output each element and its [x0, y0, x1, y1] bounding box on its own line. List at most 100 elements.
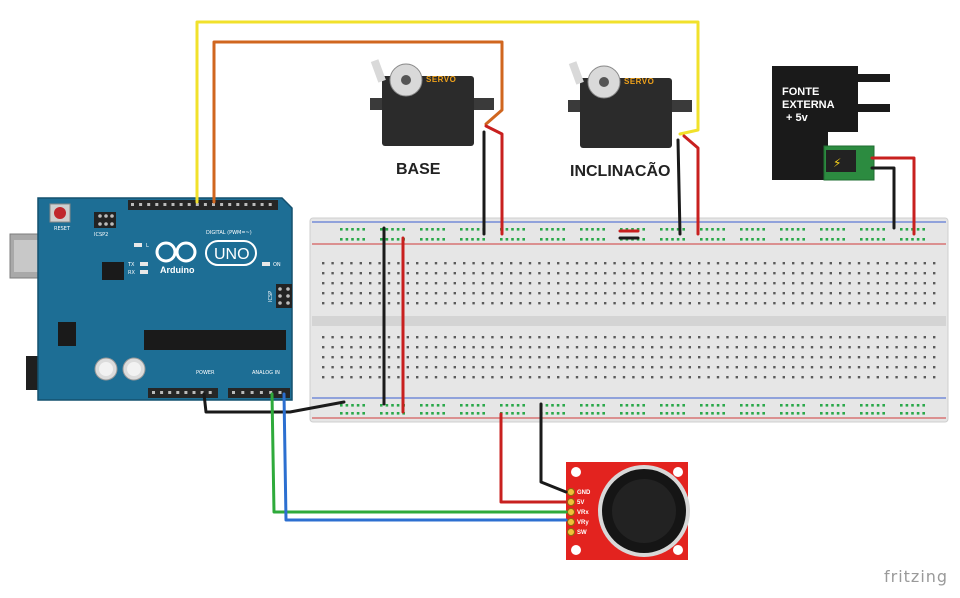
- breadboard-hole: [387, 272, 391, 275]
- rail-hole: [665, 228, 669, 231]
- breadboard-hole: [472, 366, 475, 369]
- led-rx: [140, 270, 148, 274]
- rail-hole: [345, 228, 349, 231]
- rail-hole: [540, 228, 543, 231]
- rail-hole: [436, 412, 440, 415]
- breadboard-hole: [322, 366, 325, 369]
- breadboard-hole: [914, 376, 917, 379]
- breadboard-hole: [510, 346, 513, 349]
- breadboard-hole: [547, 336, 550, 339]
- breadboard-hole: [340, 346, 344, 349]
- breadboard-hole: [698, 346, 701, 349]
- breadboard-hole: [688, 262, 691, 265]
- breadboard-hole: [632, 376, 635, 379]
- rail-hole: [345, 238, 349, 241]
- breadboard-hole: [801, 336, 804, 339]
- breadboard-hole: [340, 356, 344, 359]
- breadboard-hole: [651, 302, 654, 305]
- breadboard-hole: [397, 336, 400, 339]
- breadboard-hole: [575, 302, 579, 305]
- breadboard-hole: [641, 336, 644, 339]
- breadboard-hole: [857, 282, 861, 285]
- breadboard-hole: [472, 376, 475, 379]
- breadboard-hole: [669, 346, 673, 349]
- rail-hole: [785, 238, 789, 241]
- rail-hole: [831, 412, 834, 415]
- breadboard-hole: [632, 302, 635, 305]
- breadboard-hole: [557, 356, 560, 359]
- breadboard-hole: [528, 356, 532, 359]
- rail-hole: [420, 228, 423, 231]
- breadboard-hole: [782, 376, 785, 379]
- breadboard-hole: [782, 356, 785, 359]
- breadboard-hole: [876, 282, 879, 285]
- breadboard-hole: [547, 262, 550, 265]
- rail-hole: [836, 238, 840, 241]
- breadboard-hole: [895, 366, 898, 369]
- rail-hole: [631, 404, 634, 407]
- rail-hole: [340, 228, 343, 231]
- rail-hole: [380, 228, 383, 231]
- breadboard-hole: [679, 302, 682, 305]
- breadboard-hole: [538, 356, 541, 359]
- breadboard-hole: [434, 262, 438, 265]
- breadboard-hole: [416, 302, 419, 305]
- reset-button-cap[interactable]: [54, 207, 66, 219]
- breadboard-hole: [350, 346, 353, 349]
- breadboard-hole: [669, 262, 673, 265]
- breadboard-hole: [594, 302, 597, 305]
- breadboard-hole: [933, 366, 936, 369]
- breadboard-hole: [651, 366, 654, 369]
- breadboard-hole: [528, 302, 532, 305]
- rail-hole: [671, 404, 674, 407]
- breadboard-hole: [481, 376, 485, 379]
- breadboard-hole: [585, 282, 588, 285]
- rail-hole: [900, 412, 903, 415]
- breadboard-hole: [792, 262, 795, 265]
- breadboard-hole: [745, 346, 748, 349]
- breadboard-hole: [387, 346, 391, 349]
- breadboard-hole: [763, 262, 767, 265]
- rail-hole: [465, 412, 469, 415]
- joystick-mount-tl: [571, 467, 581, 477]
- breadboard-hole: [444, 376, 447, 379]
- rail-hole: [665, 238, 669, 241]
- breadboard-hole: [463, 282, 466, 285]
- wire-green-vrx: [270, 392, 568, 514]
- breadboard-hole: [669, 282, 673, 285]
- rail-hole: [722, 238, 725, 241]
- rail-hole: [602, 404, 605, 407]
- breadboard-hole: [491, 366, 494, 369]
- breadboard-hole: [622, 376, 626, 379]
- breadboard-hole: [632, 262, 635, 265]
- rail-hole: [585, 228, 589, 231]
- breadboard-hole: [829, 282, 832, 285]
- breadboard-hole: [660, 292, 663, 295]
- breadboard-hole: [735, 262, 738, 265]
- rail-hole: [505, 404, 509, 407]
- breadboard-hole: [801, 282, 804, 285]
- breadboard-hole: [406, 282, 409, 285]
- rail-hole: [820, 412, 823, 415]
- rail-hole: [802, 404, 805, 407]
- rail-hole: [745, 228, 749, 231]
- breadboard-hole: [848, 272, 851, 275]
- breadboard-hole: [707, 282, 710, 285]
- breadboard-hole: [322, 262, 325, 265]
- rail-hole: [471, 228, 474, 231]
- breadboard-hole: [679, 292, 682, 295]
- breadboard-hole: [923, 366, 926, 369]
- breadboard-hole: [745, 292, 748, 295]
- breadboard-hole: [538, 282, 541, 285]
- digital-pin: [195, 203, 199, 206]
- breadboard-hole: [904, 376, 908, 379]
- breadboard-hole: [425, 262, 428, 265]
- joystick-knob-cap[interactable]: [612, 479, 676, 543]
- breadboard-hole: [698, 272, 701, 275]
- breadboard-hole: [839, 302, 842, 305]
- rail-hole: [340, 238, 343, 241]
- wire-base-red: [484, 124, 504, 236]
- breadboard-hole: [519, 356, 522, 359]
- atmega-chip: [144, 330, 286, 350]
- rail-hole: [516, 238, 520, 241]
